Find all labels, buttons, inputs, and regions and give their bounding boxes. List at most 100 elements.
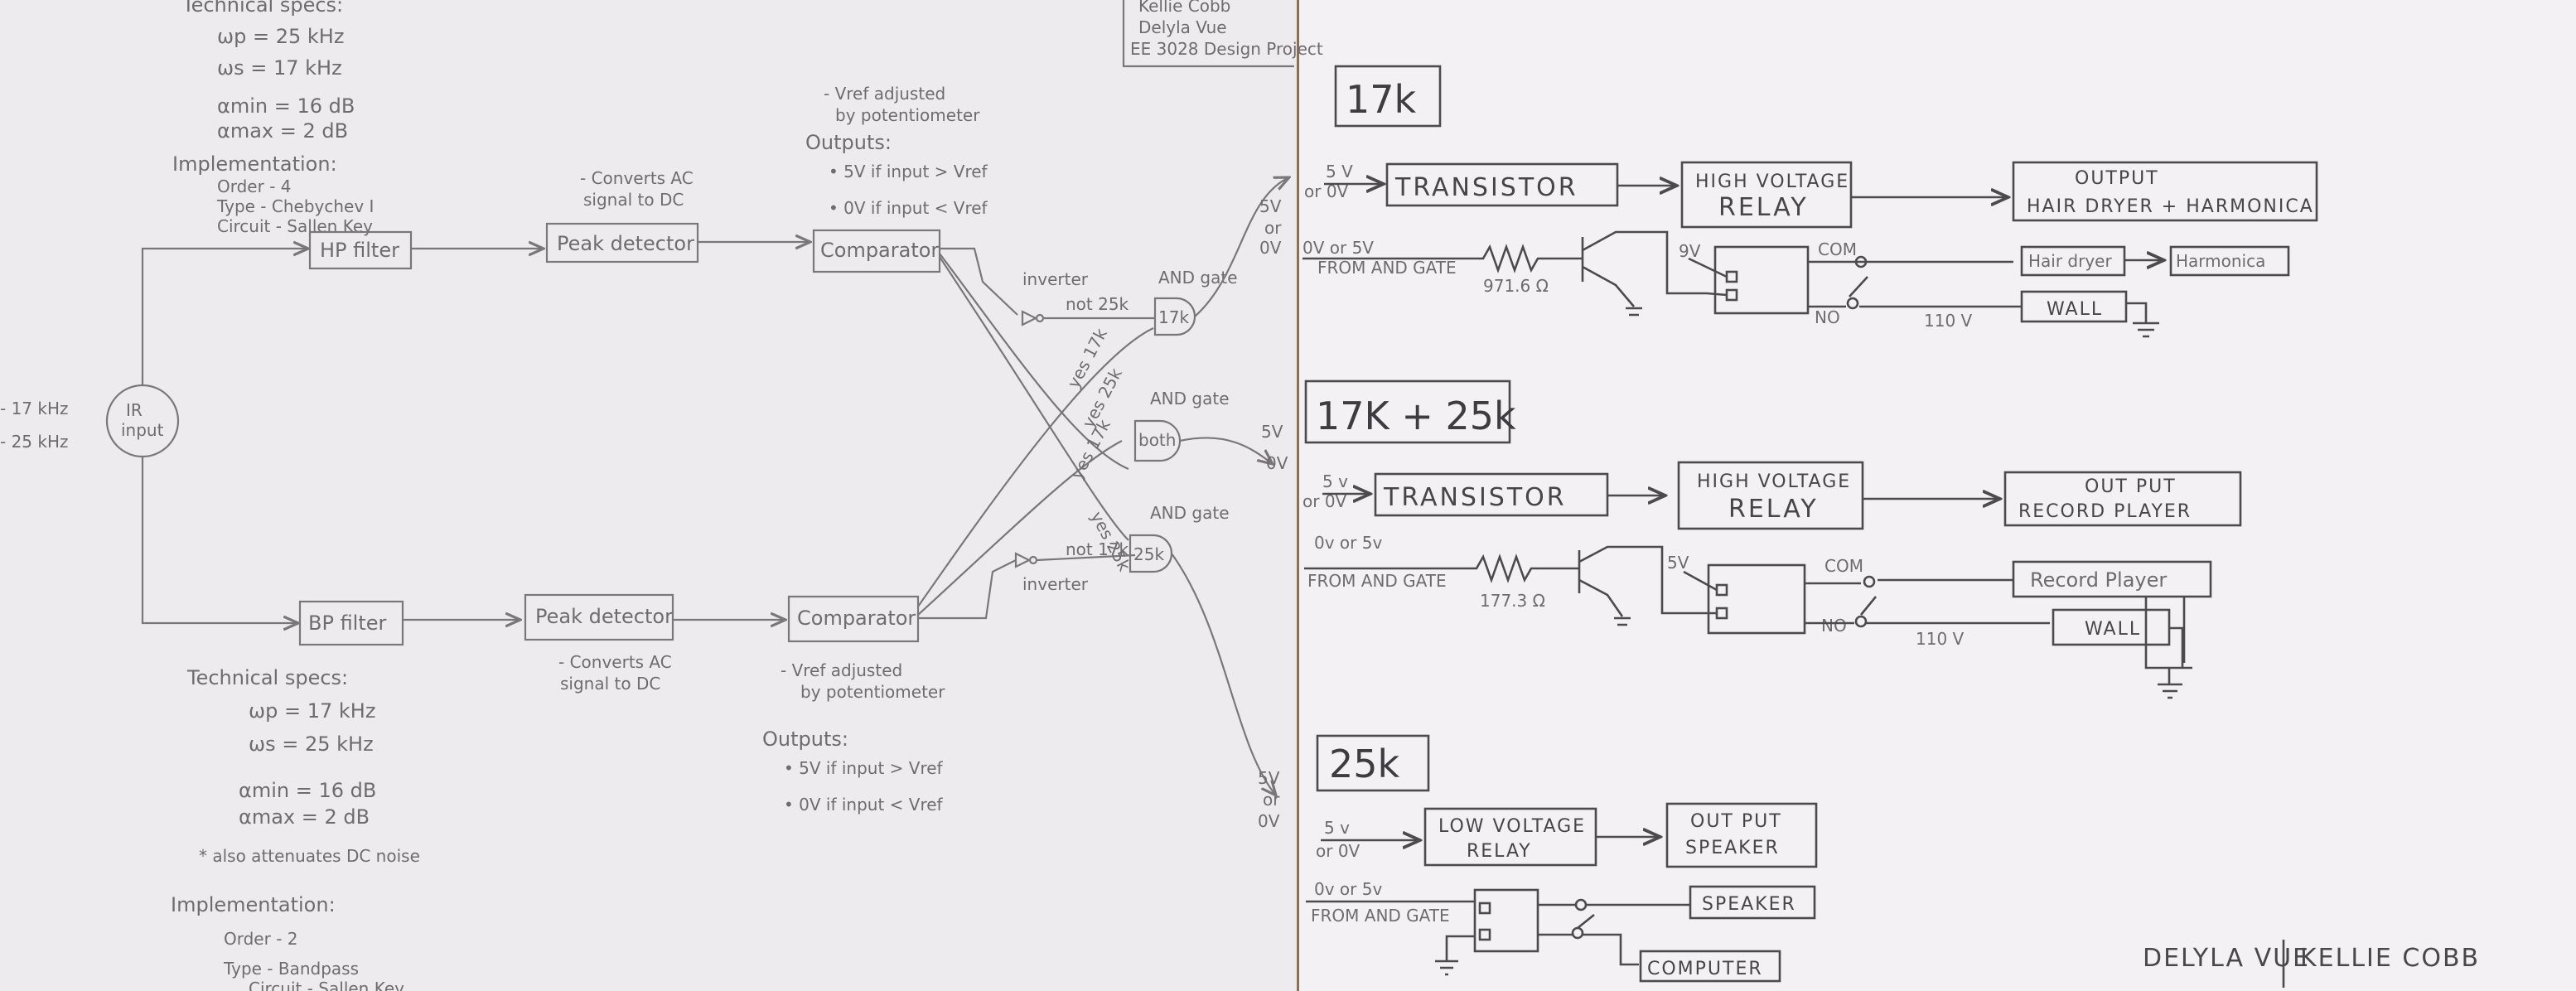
section-25k: 25k 5 v or 0V LOW VOLTAGE RELAY OUT PUT … [1306,734,1818,983]
svg-text:971.6 Ω: 971.6 Ω [1483,276,1549,296]
svg-text:Technical specs:: Technical specs: [186,666,348,689]
svg-text:FROM AND GATE: FROM AND GATE [1307,571,1447,591]
bp-filter-specs: Technical specs: ωp = 17 kHz ωs = 25 kHz… [171,666,420,991]
section-17k-25k: 17K + 25k 5 v or 0V TRANSISTOR HIGH VOLT… [1302,379,2242,699]
svg-text:not 25k: not 25k [1066,294,1129,314]
svg-text:5 V: 5 V [1326,162,1353,181]
svg-text:Circuit - Sallen Key: Circuit - Sallen Key [217,216,373,236]
svg-text:- Converts AC: - Converts AC [580,168,694,188]
svg-text:0v or 5v: 0v or 5v [1314,879,1382,899]
svg-text:5 v: 5 v [1324,818,1350,838]
svg-text:110 V: 110 V [1924,311,1973,331]
svg-text:5V: 5V [1261,422,1283,442]
svg-text:- Vref adjusted: - Vref adjusted [781,660,902,680]
svg-text:inverter: inverter [1022,269,1089,289]
svg-text:NO: NO [1821,616,1847,636]
svg-text:5 v: 5 v [1322,471,1348,491]
section-title-both: 17K + 25k [1316,394,1516,438]
svg-text:COMPUTER: COMPUTER [1647,959,1763,979]
svg-text:AND gate: AND gate [1158,268,1238,288]
svg-text:Hair dryer: Hair dryer [2028,251,2112,271]
svg-text:Order - 2: Order - 2 [224,929,298,949]
svg-text:SPEAKER: SPEAKER [1685,838,1780,858]
svg-text:Kellie Cobb: Kellie Cobb [1138,0,1230,16]
svg-text:Delyla Vue: Delyla Vue [1138,17,1227,37]
svg-text:RELAY: RELAY [1728,495,1819,524]
svg-text:or 0V: or 0V [1316,841,1360,861]
svg-text:- Converts AC: - Converts AC [558,652,672,672]
svg-text:0V: 0V [1259,238,1282,258]
svg-text:• 0V if input < Vref: • 0V if input < Vref [829,198,988,218]
svg-text:RELAY: RELAY [1467,841,1532,862]
svg-text:OUT PUT: OUT PUT [2085,476,2177,497]
svg-text:• 0V if input < Vref: • 0V if input < Vref [784,795,944,815]
hp-filter-label: HP filter [320,239,399,262]
svg-text:Record Player: Record Player [2030,568,2167,592]
svg-text:SPEAKER: SPEAKER [1702,894,1796,915]
svg-text:Implementation:: Implementation: [171,893,336,916]
svg-text:both: both [1138,430,1176,450]
ir-input: IR input - 17 kHz - 25 kHz [0,249,308,623]
svg-text:* also attenuates DC noise: * also attenuates DC noise [199,846,420,866]
top-signal-chain: HP filter Peak detector - Converts AC si… [308,84,988,273]
svg-text:- 25 kHz: - 25 kHz [0,432,69,452]
bottom-signal-chain: BP filter Peak detector - Converts AC si… [298,593,945,815]
svg-text:Type - Bandpass: Type - Bandpass [223,959,359,979]
svg-text:25k: 25k [1133,544,1164,564]
svg-text:5V: 5V [1667,553,1689,573]
svg-text:not 17k: not 17k [1066,539,1129,559]
svg-text:or: or [1263,790,1280,810]
svg-text:NO: NO [1815,307,1840,327]
svg-text:COM: COM [1818,239,1857,259]
svg-text:or: or [1264,218,1282,238]
svg-text:IR: IR [126,400,143,420]
svg-text:- 17 kHz: - 17 kHz [0,399,69,418]
specs-heading: Technical specs: [181,0,343,17]
svg-text:Comparator: Comparator [797,607,916,630]
svg-text:Type - Chebychev I: Type - Chebychev I [216,196,374,216]
svg-text:HAIR DRYER + HARMONICA: HAIR DRYER + HARMONICA [2027,196,2314,217]
svg-text:177.3 Ω: 177.3 Ω [1480,591,1545,611]
svg-text:Circuit - Sallen Key: Circuit - Sallen Key [249,979,404,991]
svg-text:• 5V if input > Vref: • 5V if input > Vref [829,162,988,181]
svg-text:TRANSISTOR: TRANSISTOR [1394,173,1578,202]
right-paper-sheet [1297,0,2576,991]
svg-text:AND gate: AND gate [1150,389,1230,408]
svg-text:Peak detector: Peak detector [535,605,673,628]
svg-text:- Vref adjusted: - Vref adjusted [824,84,945,104]
svg-text:Order - 4: Order - 4 [217,176,292,196]
svg-text:ωp = 25 kHz: ωp = 25 kHz [217,25,344,48]
section-title-17k: 17k [1346,77,1417,122]
svg-text:αmin = 16 dB: αmin = 16 dB [217,94,355,118]
svg-text:17k: 17k [1158,307,1189,327]
svg-text:0V: 0V [1266,453,1288,473]
svg-text:• 5V if input > Vref: • 5V if input > Vref [784,758,944,778]
left-paper-sheet [0,0,1297,991]
svg-text:FROM AND GATE: FROM AND GATE [1311,906,1450,926]
svg-text:EE 3028 Design Project: EE 3028 Design Project [1130,39,1323,59]
svg-text:WALL: WALL [2085,619,2141,640]
svg-text:αmax = 2 dB: αmax = 2 dB [239,805,370,829]
svg-text:ωs = 25 kHz: ωs = 25 kHz [249,732,374,756]
section-title-25k: 25k [1329,742,1400,786]
svg-text:ωp = 17 kHz: ωp = 17 kHz [249,699,375,723]
svg-text:KELLIE COBB: KELLIE COBB [2300,944,2480,973]
svg-text:signal to DC: signal to DC [583,190,684,210]
svg-text:TRANSISTOR: TRANSISTOR [1383,483,1567,512]
svg-text:WALL: WALL [2047,299,2103,320]
logic-gates: inverter not 25k inverter not 17k 17k AN… [917,177,1289,831]
svg-text:Outputs:: Outputs: [762,728,848,751]
section-17k: 17k 5 V or 0V TRANSISTOR HIGH VOLTAGE RE… [1302,65,2318,338]
svg-text:input: input [121,420,164,440]
svg-text:0V or 5V: 0V or 5V [1302,238,1374,258]
svg-text:FROM AND GATE: FROM AND GATE [1317,258,1457,278]
svg-text:Outputs:: Outputs: [805,131,892,154]
svg-text:HIGH VOLTAGE: HIGH VOLTAGE [1697,471,1851,492]
svg-text:5V: 5V [1258,768,1280,788]
svg-text:Implementation:: Implementation: [172,152,337,176]
svg-text:αmin = 16 dB: αmin = 16 dB [239,779,376,802]
bp-filter-label: BP filter [308,612,387,635]
svg-text:LOW VOLTAGE: LOW VOLTAGE [1438,816,1586,837]
